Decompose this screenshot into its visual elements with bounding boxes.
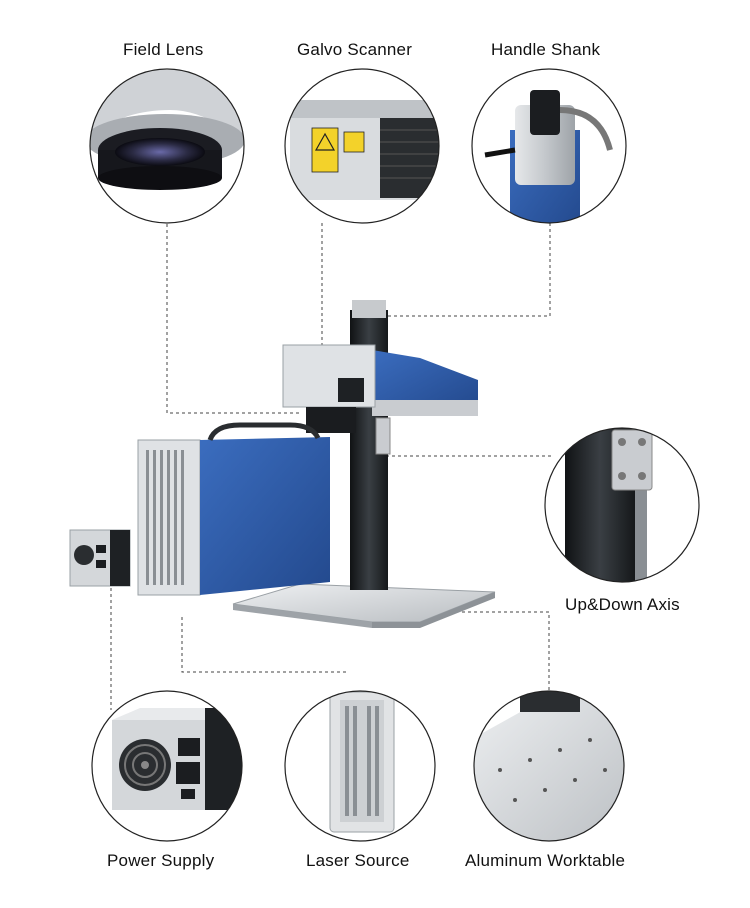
aluminum-worktable-detail: [473, 690, 625, 842]
up-down-axis-detail: [544, 427, 700, 583]
handle-shank-detail: [471, 68, 627, 224]
laser-source-detail: [284, 690, 436, 842]
connector-laser-source: [181, 617, 348, 673]
power-supply-detail: [91, 690, 243, 842]
laser-marking-machine: [69, 300, 496, 628]
connector-handle-shank: [386, 223, 551, 317]
machine-arm: [372, 350, 478, 408]
label-field-lens: Field Lens: [123, 40, 204, 59]
galvo-scanner-detail: [284, 68, 440, 224]
connector-worktable: [420, 611, 550, 690]
label-aluminum-worktable: Aluminum Worktable: [465, 851, 626, 870]
connector-lines: [110, 223, 551, 710]
label-handle-shank: Handle Shank: [491, 40, 601, 59]
field-lens-detail: [89, 68, 245, 224]
label-power-supply: Power Supply: [107, 851, 215, 870]
label-galvo-scanner: Galvo Scanner: [297, 40, 413, 59]
label-laser-source: Laser Source: [306, 851, 410, 870]
connector-field-lens: [166, 224, 300, 414]
label-up-down-axis: Up&Down Axis: [565, 595, 680, 614]
